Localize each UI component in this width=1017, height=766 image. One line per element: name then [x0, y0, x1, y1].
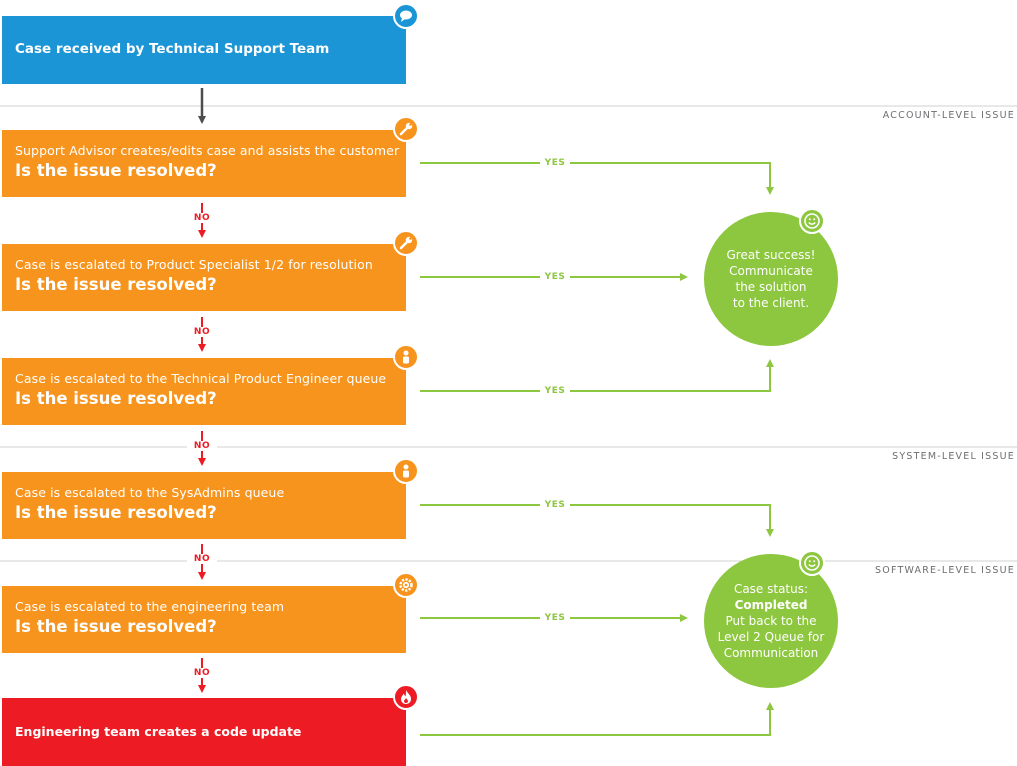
outcome-line: to the client. — [732, 296, 810, 310]
gear-icon — [393, 572, 419, 598]
outcome-line: the solution — [735, 280, 807, 294]
outcome-line-bold: Completed — [734, 598, 808, 612]
outcome-case-completed: Case status: Completed Put back to the L… — [704, 554, 838, 688]
yes-label: YES — [540, 613, 570, 623]
arrow-yes-4 — [420, 504, 774, 537]
step-sysadmins: Case is escalated to the SysAdmins queue… — [2, 472, 406, 539]
step-text: Case is escalated to the engineering tea… — [15, 599, 285, 614]
step-text: Support Advisor creates/edits case and a… — [15, 143, 400, 158]
outcome-great-success: Great success! Communicate the solution … — [704, 212, 838, 346]
no-label: NO — [187, 668, 217, 678]
arrow-yes-3 — [420, 359, 774, 392]
outcome-line: Case status: — [733, 582, 809, 596]
outcome-line: Put back to the — [725, 614, 817, 628]
step-question: Is the issue resolved? — [15, 275, 217, 294]
step-code-update: Engineering team creates a code update — [2, 698, 406, 766]
smiley-icon — [799, 550, 825, 576]
section-label-system: SYSTEM-LEVEL ISSUE — [892, 451, 1015, 462]
flame-icon — [393, 684, 419, 710]
wrench-icon — [393, 230, 419, 256]
step-support-advisor: Support Advisor creates/edits case and a… — [2, 130, 406, 197]
outcome-line: Communicate — [729, 264, 813, 278]
step-text: Case received by Technical Support Team — [15, 41, 330, 57]
wrench-icon — [393, 116, 419, 142]
step-question: Is the issue resolved? — [15, 389, 217, 408]
section-label-account: ACCOUNT-LEVEL ISSUE — [882, 110, 1015, 121]
outcome-line: Communication — [723, 646, 819, 660]
outcome-line: Great success! — [726, 248, 816, 262]
step-text: Engineering team creates a code update — [15, 724, 302, 739]
person-icon — [393, 458, 419, 484]
arrow-yes-1 — [420, 162, 774, 195]
step-case-received: Case received by Technical Support Team — [2, 16, 406, 84]
no-label: NO — [187, 554, 217, 564]
step-question: Is the issue resolved? — [15, 161, 217, 180]
yes-label: YES — [540, 272, 570, 282]
smiley-icon — [799, 208, 825, 234]
step-question: Is the issue resolved? — [15, 617, 217, 636]
step-product-specialist: Case is escalated to Product Specialist … — [2, 244, 406, 311]
step-technical-product-engineer: Case is escalated to the Technical Produ… — [2, 358, 406, 425]
no-label: NO — [187, 213, 217, 223]
yes-label: YES — [540, 158, 570, 168]
outcome-line: Level 2 Queue for — [717, 630, 825, 644]
step-question: Is the issue resolved? — [15, 503, 217, 522]
yes-label: YES — [540, 500, 570, 510]
no-label: NO — [187, 441, 217, 451]
person-icon — [393, 344, 419, 370]
step-engineering-team: Case is escalated to the engineering tea… — [2, 586, 406, 653]
speech-bubble-icon — [393, 3, 419, 29]
arrow-code-update — [420, 702, 774, 736]
yes-label: YES — [540, 386, 570, 396]
no-label: NO — [187, 327, 217, 337]
step-text: Case is escalated to the SysAdmins queue — [15, 485, 285, 500]
section-label-software: SOFTWARE-LEVEL ISSUE — [875, 565, 1015, 576]
step-text: Case is escalated to the Technical Produ… — [15, 371, 387, 386]
step-text: Case is escalated to Product Specialist … — [15, 257, 373, 272]
